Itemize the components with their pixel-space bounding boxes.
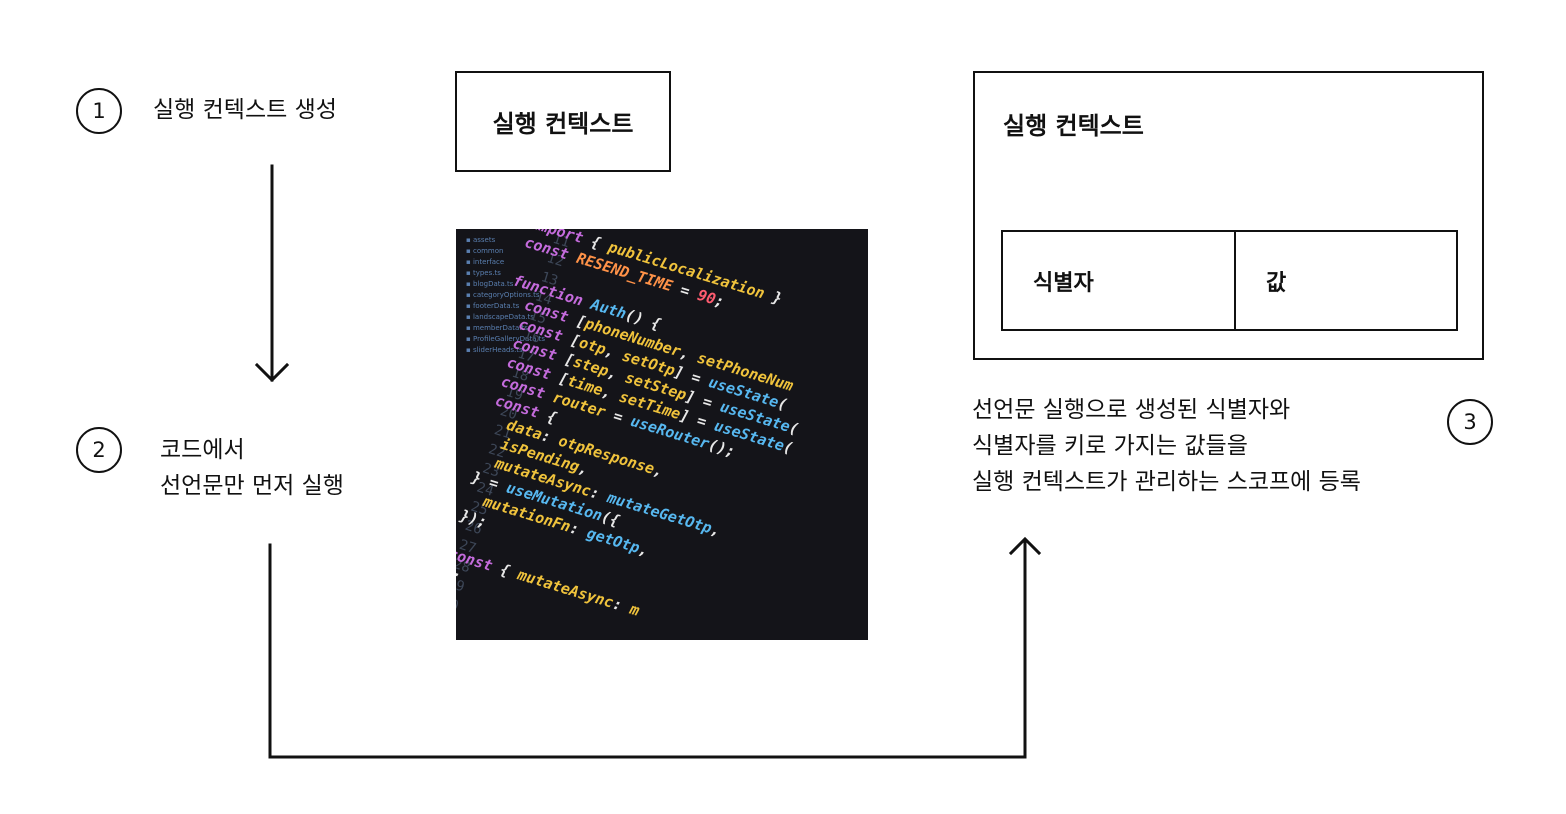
connector-line — [270, 540, 1025, 757]
